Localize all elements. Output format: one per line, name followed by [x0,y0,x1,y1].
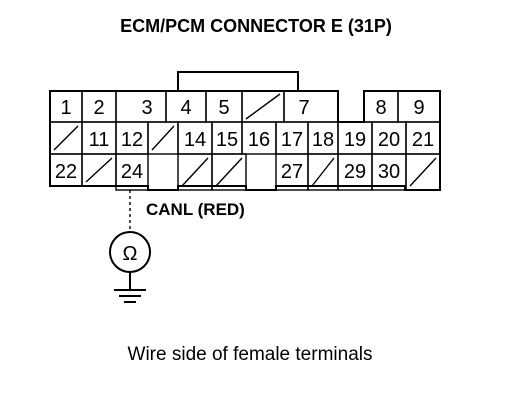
terminal-26-empty [211,153,247,191]
terminal-12: 12 [115,121,149,155]
terminal-label: 4 [180,97,191,119]
probe-label: CANL (RED) [146,200,245,219]
connector-lock-tab [177,71,299,91]
terminal-24: 24 [115,153,149,191]
terminal-label: 14 [184,129,206,151]
terminal-label: 29 [344,161,366,183]
terminal-13-empty [147,121,179,155]
terminal-30: 30 [371,153,407,191]
terminal-row-2: 11 12 14 15 16 17 18 [49,121,441,155]
ground-icon [114,272,146,303]
terminal-6-empty [241,90,285,123]
terminal-label: 7 [298,97,309,119]
terminal-9: 9 [397,90,441,123]
terminal-label: 11 [89,129,110,151]
terminal-label: 17 [281,129,303,151]
terminal-row-1: 1 2 3 4 5 7 8 9 [49,90,441,123]
terminal-2: 2 [81,90,117,123]
terminal-22: 22 [49,153,83,187]
terminal-label: 15 [216,129,238,151]
terminal-19: 19 [337,121,373,155]
terminal-row-3: 22 24 27 29 [49,153,441,191]
terminal-14: 14 [177,121,213,155]
terminal-20: 20 [371,121,407,155]
terminal-label: 3 [141,97,152,119]
terminal-label: 21 [412,129,434,151]
terminal-28-empty [307,153,339,191]
terminal-5: 5 [205,90,243,123]
terminal-31-empty [405,153,441,191]
terminal-label: 22 [55,161,77,183]
terminal-4: 4 [165,90,207,123]
terminal-label: 8 [375,97,386,119]
terminal-label: 9 [413,97,424,119]
terminal-label: 30 [378,161,400,183]
terminal-label: 18 [312,129,334,151]
terminal-8: 8 [363,90,399,123]
ohmmeter-icon: Ω [109,231,151,273]
diagram-title: ECM/PCM CONNECTOR E (31P) [120,16,392,36]
terminal-label: 20 [378,129,400,151]
terminal-11: 11 [81,121,117,155]
terminal-1: 1 [49,90,83,123]
terminal-label: 5 [218,97,229,119]
terminal-label: 27 [281,161,303,183]
terminal-25-empty [177,153,213,191]
terminal-3: 3 [115,90,167,123]
terminal-15: 15 [211,121,243,155]
terminal-label: 12 [121,129,143,151]
terminal-label: 24 [121,161,143,183]
terminal-label: 2 [93,97,104,119]
terminal-label: 16 [248,129,270,151]
terminal-7: 7 [283,90,339,123]
ohm-symbol: Ω [123,243,138,265]
terminal-27: 27 [275,153,309,191]
caption: Wire side of female terminals [128,344,373,365]
terminal-10-empty [49,121,83,155]
terminal-17: 17 [275,121,309,155]
terminal-label: 19 [344,129,366,151]
terminal-18: 18 [307,121,339,155]
terminal-29: 29 [337,153,373,191]
terminal-16: 16 [241,121,277,155]
terminal-label: 1 [60,97,71,119]
terminal-21: 21 [405,121,441,155]
terminal-23-empty [81,153,117,187]
